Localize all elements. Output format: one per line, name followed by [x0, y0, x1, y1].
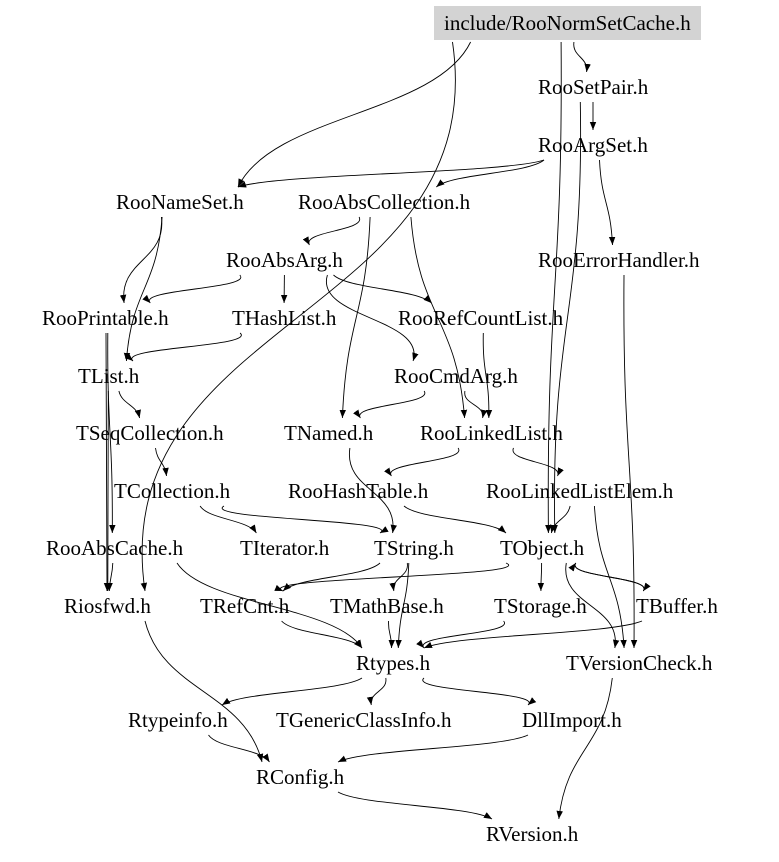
node-roolinkedlistelem[interactable]: RooLinkedListElem.h — [486, 479, 674, 503]
edge-root-to-roosetpair — [573, 41, 591, 73]
node-tmathbase[interactable]: TMathBase.h — [330, 594, 444, 618]
edge-tversioncheck-to-rversion — [556, 677, 613, 820]
node-tlist[interactable]: TList.h — [78, 364, 140, 388]
edge-roonameset-to-tlist — [123, 216, 163, 362]
edge-rooargset-to-roonameset — [237, 159, 545, 188]
edge-rooabscache-to-rtypes — [176, 562, 363, 649]
edge-tstring-to-rtypes — [395, 562, 410, 649]
node-rtypes[interactable]: Rtypes.h — [356, 651, 431, 675]
node-rooargset[interactable]: RooArgSet.h — [538, 133, 648, 157]
node-tcollection[interactable]: TCollection.h — [114, 479, 231, 503]
edge-rtypes-to-rtypeinfo — [221, 677, 363, 706]
node-roonameset[interactable]: RooNameSet.h — [116, 190, 244, 214]
node-tstorage[interactable]: TStorage.h — [494, 594, 587, 618]
edge-tcollection-to-titerator — [199, 505, 257, 534]
edge-thashlist-to-tlist — [124, 332, 242, 362]
edge-roohashtable-to-tobject — [403, 505, 507, 534]
node-roolinkedlist[interactable]: RooLinkedList.h — [420, 421, 563, 445]
edge-roolinkedlistelem-to-tobject — [549, 505, 571, 534]
edge-dllimport-to-rconfig — [337, 734, 529, 763]
node-rooerrorhandler[interactable]: RooErrorHandler.h — [538, 248, 700, 272]
edge-tstorage-to-rtypes — [416, 620, 505, 649]
edge-tlist-to-tseqcollection — [118, 390, 141, 419]
edge-roosetpair-to-tobject — [551, 101, 582, 534]
node-tseqcollection[interactable]: TSeqCollection.h — [76, 421, 224, 445]
edge-rtypeinfo-to-rconfig — [208, 734, 270, 763]
edge-root-to-riosfwd — [140, 41, 456, 592]
edge-rooabscollection-to-roolinkedlist — [410, 216, 468, 419]
node-roocmdarg[interactable]: RooCmdArg.h — [394, 364, 518, 388]
edge-tnamed-to-tstring — [349, 447, 398, 534]
edge-roolinkedlist-to-roolinkedlistelem — [512, 447, 564, 477]
edge-rooprintable-to-rooabscache — [107, 332, 116, 534]
edge-tstring-to-trefcnt — [282, 562, 381, 592]
node-tobject[interactable]: TObject.h — [500, 536, 585, 560]
edge-rooerrorhandler-to-tversioncheck — [623, 274, 638, 649]
node-include-roonormsetcache[interactable]: include/RooNormSetCache.h — [434, 6, 701, 40]
node-rversion[interactable]: RVersion.h — [486, 822, 579, 846]
edge-rooprintable-to-riosfwd — [103, 332, 111, 592]
edge-riosfwd-to-rconfig — [144, 620, 264, 763]
node-rooabscache[interactable]: RooAbsCache.h — [46, 536, 184, 560]
edge-rooabsarg-to-roocmdarg — [325, 274, 419, 362]
edge-roorefcountlist-to-roolinkedlist — [482, 332, 493, 419]
edge-tbuffer-to-rtypes — [423, 620, 643, 649]
node-rooabsarg[interactable]: RooAbsArg.h — [226, 248, 343, 272]
edge-tmathbase-to-rtypes — [388, 620, 395, 649]
edge-rtypes-to-dllimport — [422, 677, 537, 706]
edge-rooabscollection-to-rooabsarg — [302, 216, 360, 246]
edge-rooabscollection-to-tnamed — [339, 216, 371, 419]
edge-tbuffer-to-tobject — [568, 562, 645, 592]
edge-rooabsarg-to-roorefcountlist — [333, 274, 432, 304]
edge-rooabsarg-to-rooprintable — [142, 274, 242, 304]
node-rooabscollection[interactable]: RooAbsCollection.h — [298, 190, 471, 214]
node-rconfig[interactable]: RConfig.h — [256, 765, 345, 789]
edge-tobject-to-tstorage — [537, 562, 545, 592]
edge-rtypes-to-tgenericclassinfo — [366, 677, 387, 706]
node-dllimport[interactable]: DllImport.h — [522, 708, 622, 732]
edge-tobject-to-tversioncheck — [565, 562, 620, 649]
edge-rooabscache-to-riosfwd — [106, 562, 114, 592]
node-tversioncheck[interactable]: TVersionCheck.h — [566, 651, 713, 675]
node-tstring[interactable]: TString.h — [374, 536, 454, 560]
node-rooprintable[interactable]: RooPrintable.h — [42, 306, 169, 330]
edge-root-to-tobject — [545, 41, 562, 534]
node-tnamed[interactable]: TNamed.h — [284, 421, 374, 445]
edge-tobject-to-trefcnt — [274, 562, 510, 592]
node-rtypeinfo[interactable]: Rtypeinfo.h — [128, 708, 228, 732]
edge-tlist-to-riosfwd — [104, 390, 112, 592]
edge-tcollection-to-tstring — [221, 505, 389, 534]
edge-root-to-roonameset — [237, 41, 472, 188]
edge-roocmdarg-to-roolinkedlist — [464, 390, 488, 419]
node-roorefcountlist[interactable]: RooRefCountList.h — [398, 306, 564, 330]
edge-roocmdarg-to-tnamed — [353, 390, 426, 419]
node-tbuffer[interactable]: TBuffer.h — [636, 594, 718, 618]
edge-roolinkedlist-to-roohashtable — [384, 447, 460, 477]
node-roosetpair[interactable]: RooSetPair.h — [538, 75, 649, 99]
edge-rooargset-to-rooabscollection — [436, 159, 545, 188]
node-riosfwd[interactable]: Riosfwd.h — [64, 594, 151, 618]
node-titerator[interactable]: TIterator.h — [240, 536, 330, 560]
edge-roonameset-to-rooprintable — [119, 216, 163, 304]
node-roohashtable[interactable]: RooHashTable.h — [288, 479, 429, 503]
node-trefcnt[interactable]: TRefCnt.h — [200, 594, 290, 618]
edge-rooargset-to-rooerrorhandler — [599, 159, 616, 246]
edge-tseqcollection-to-tcollection — [155, 447, 169, 477]
edge-trefcnt-to-rtypes — [281, 620, 363, 649]
edge-rconfig-to-rversion — [337, 791, 493, 820]
node-thashlist[interactable]: THashList.h — [232, 306, 337, 330]
node-tgenericclassinfo[interactable]: TGenericClassInfo.h — [276, 708, 452, 732]
